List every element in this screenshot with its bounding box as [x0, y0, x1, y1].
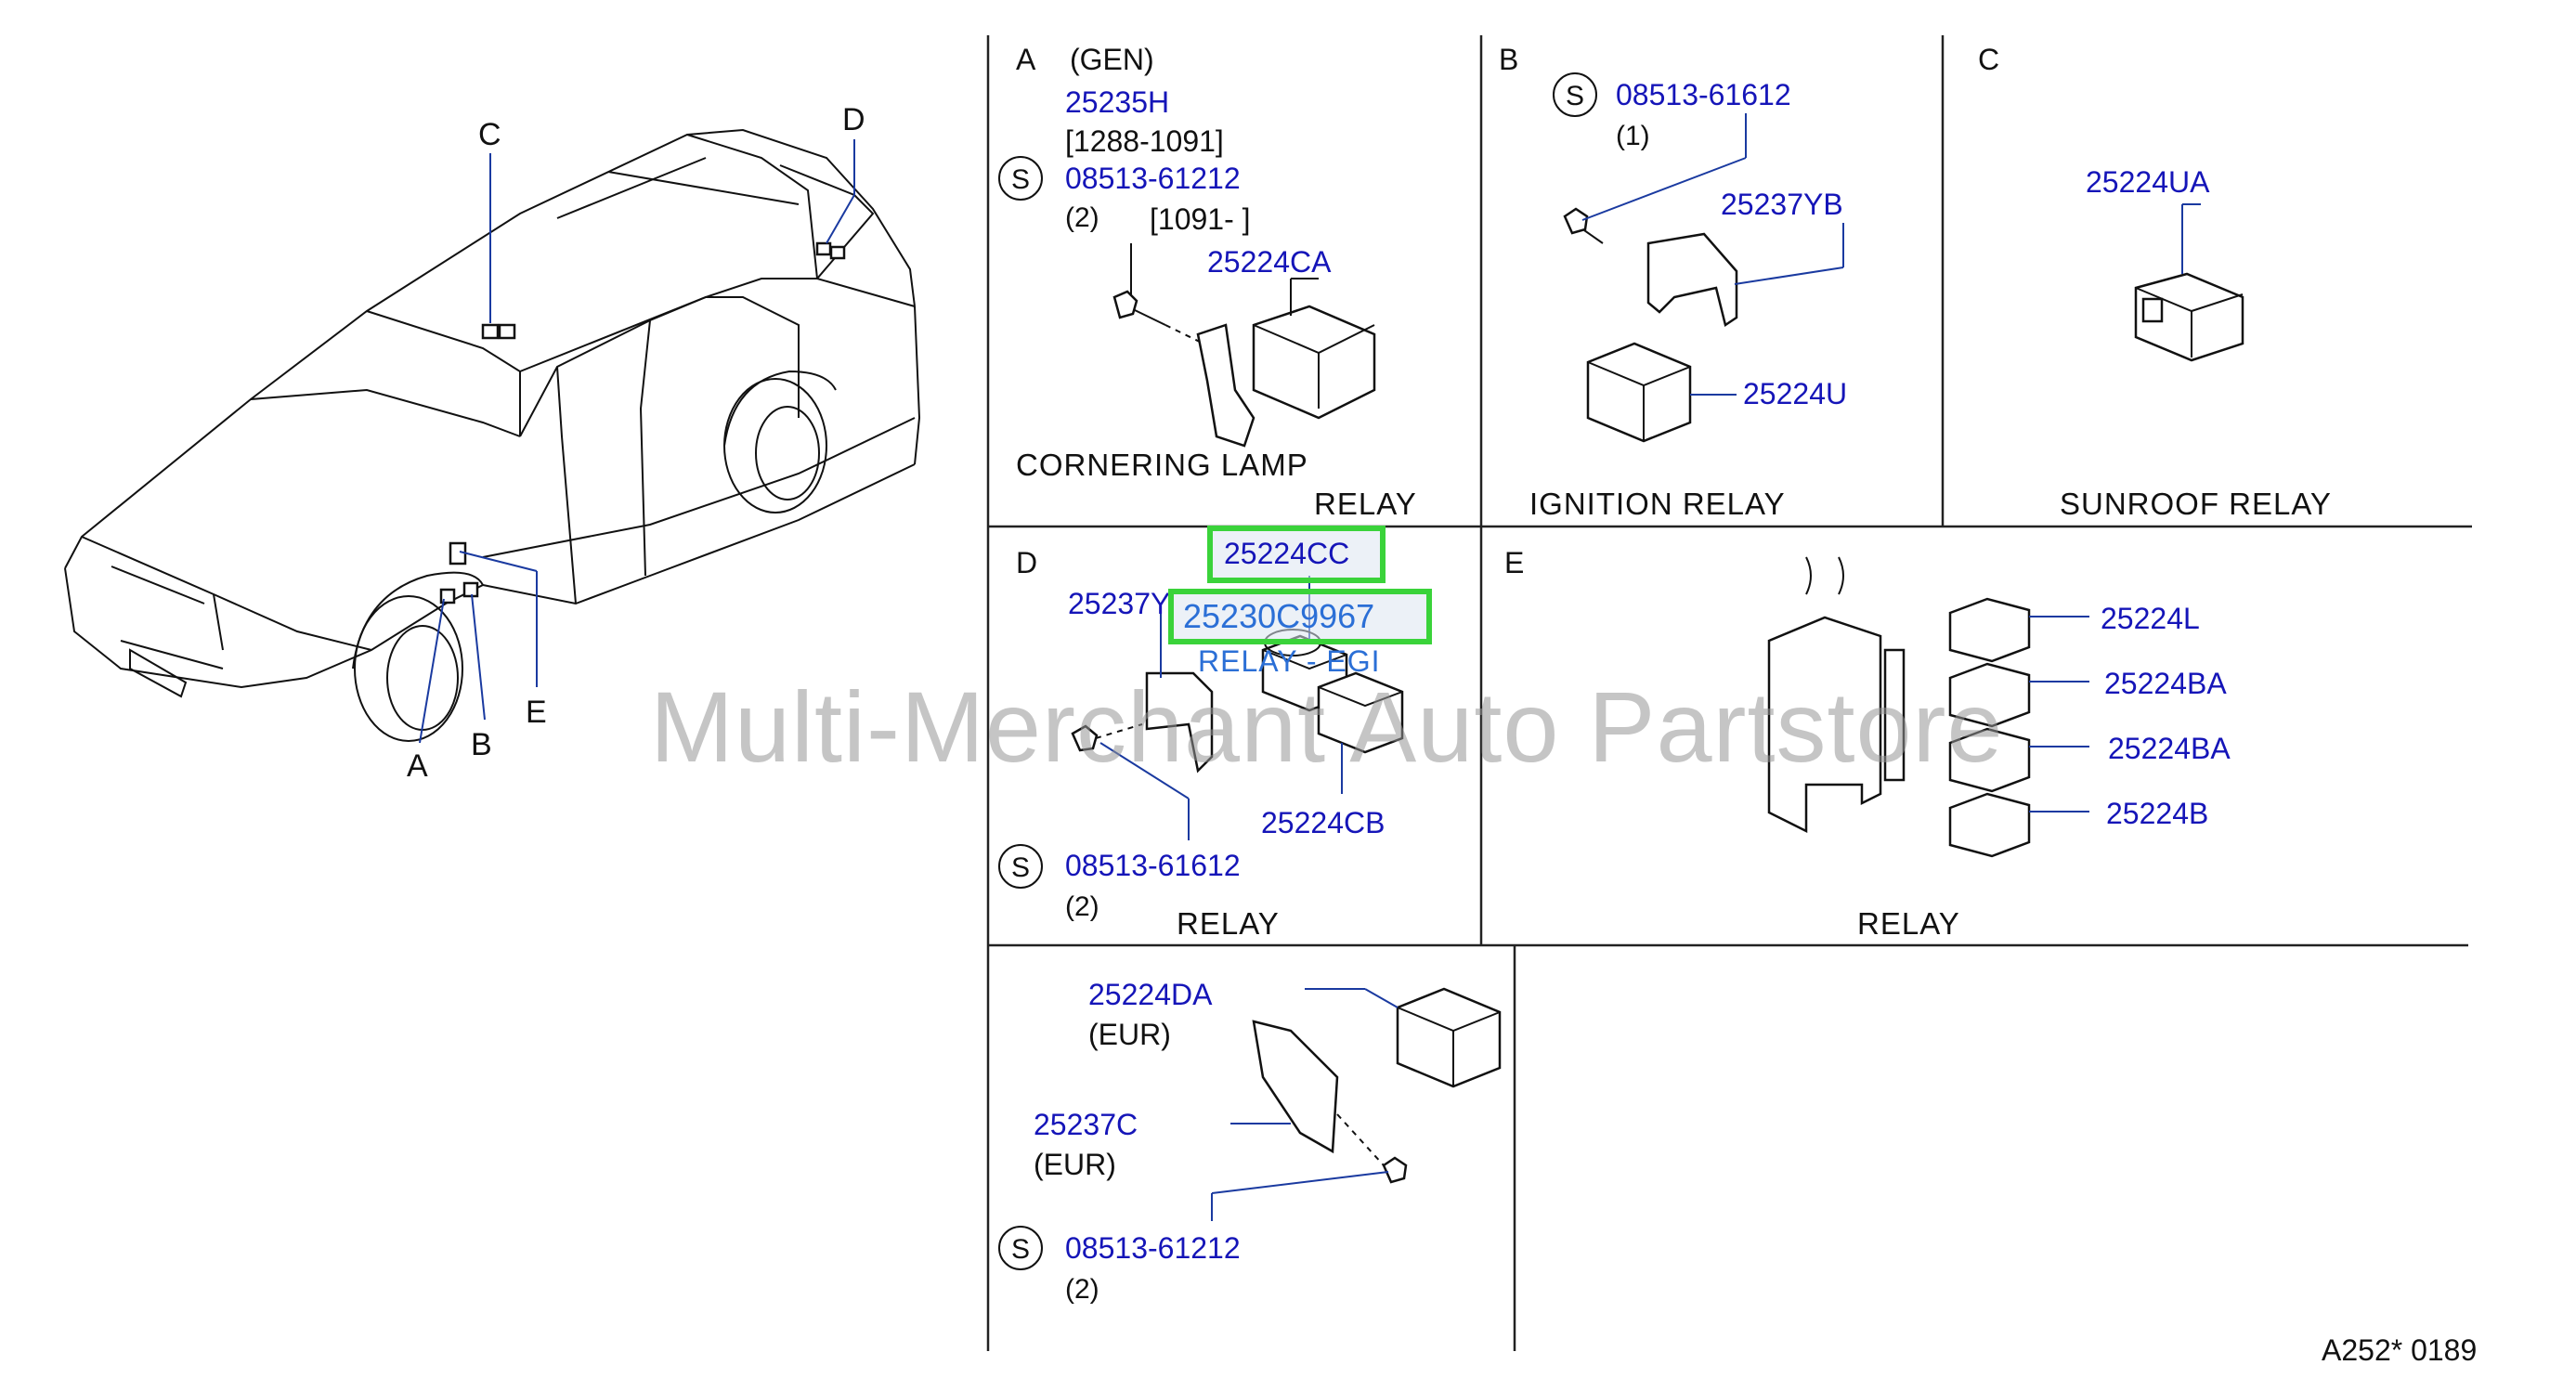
part-number-25224ba[interactable]: 25224BA — [2104, 667, 2227, 700]
part-number-25224da[interactable]: 25224DA — [1088, 978, 1213, 1011]
panel-c-letter: C — [1978, 43, 2000, 76]
panel-a-title-relay: RELAY — [1314, 487, 1417, 521]
panel-a-art — [1112, 243, 1376, 448]
screw-symbol-badge: S — [998, 156, 1043, 201]
part-number-25237y[interactable]: 25237Y — [1068, 587, 1171, 620]
panel-d-screw-qty: (2) — [1065, 891, 1099, 922]
part-number-25224u[interactable]: 25224U — [1743, 377, 1848, 410]
screw-symbol-badge: S — [1553, 72, 1597, 117]
part-number-25224ba-2[interactable]: 25224BA — [2108, 732, 2231, 765]
part-number-25224ua[interactable]: 25224UA — [2086, 165, 2210, 199]
part-number-25224cc[interactable]: 25224CC — [1224, 537, 1350, 570]
panel-f-bracket-note: (EUR) — [1034, 1148, 1116, 1181]
panel-e-art — [1767, 556, 2089, 858]
car-callout-b: B — [471, 727, 492, 762]
part-number-08513-61612[interactable]: 08513-61612 — [1616, 78, 1791, 111]
panel-c-art — [2134, 203, 2244, 362]
screw-symbol-badge: S — [998, 1226, 1043, 1270]
panel-a-screw-qty: (2) — [1065, 202, 1099, 233]
part-number-25230c9967[interactable]: 25230C9967 — [1183, 597, 1375, 635]
screw-symbol-badge: S — [998, 844, 1043, 889]
panel-a-letter: A — [1016, 43, 1036, 76]
panel-b-letter: B — [1499, 43, 1519, 76]
car-callout-c: C — [478, 117, 501, 152]
part-number-08513-61212-f[interactable]: 08513-61212 — [1065, 1231, 1241, 1265]
car-callout-e: E — [526, 695, 547, 730]
panel-a-range2: [1091- ] — [1150, 202, 1251, 236]
highlight-box-25230c9967 — [1168, 589, 1432, 644]
part-number-25224b[interactable]: 25224B — [2106, 797, 2209, 830]
part-number-08513-61212[interactable]: 08513-61212 — [1065, 162, 1241, 195]
part-number-25224ca[interactable]: 25224CA — [1207, 245, 1332, 279]
part-number-25224cb[interactable]: 25224CB — [1261, 806, 1386, 839]
diagram-reference: A252* 0189 — [2322, 1333, 2478, 1367]
car-illustration — [64, 128, 921, 742]
car-callout-d: D — [842, 102, 865, 137]
panel-a-title: CORNERING LAMP — [1016, 448, 1308, 482]
watermark: Multi-Merchant Auto Partstore — [650, 670, 2004, 783]
car-callout-leaders — [419, 139, 855, 744]
panel-f-art — [1211, 987, 1502, 1221]
part-number-25224l[interactable]: 25224L — [2101, 602, 2200, 635]
panel-d-letter: D — [1016, 546, 1038, 579]
panel-b-art — [1563, 113, 1844, 443]
panel-a-note: (GEN) — [1070, 43, 1154, 76]
panel-e-title: RELAY — [1857, 906, 1960, 941]
part-number-08513-61612-d[interactable]: 08513-61612 — [1065, 849, 1241, 882]
panel-f-relay-note: (EUR) — [1088, 1018, 1171, 1051]
part-number-25235h[interactable]: 25235H — [1065, 85, 1170, 119]
panel-f-screw-qty: (2) — [1065, 1274, 1099, 1305]
part-number-25237c[interactable]: 25237C — [1034, 1108, 1138, 1141]
panel-a-range: [1288-1091] — [1065, 124, 1224, 158]
car-callout-a: A — [407, 748, 428, 784]
panel-b-screw-qty: (1) — [1616, 121, 1650, 151]
panel-e-letter: E — [1504, 546, 1525, 579]
panel-b-title: IGNITION RELAY — [1529, 487, 1786, 521]
part-number-25237yb[interactable]: 25237YB — [1721, 188, 1843, 221]
panel-c-title: SUNROOF RELAY — [2060, 487, 2332, 521]
panel-d-relay-egi-note: RELAY - EGI — [1198, 644, 1381, 678]
highlight-box-25224cc — [1207, 526, 1386, 583]
panel-d-title: RELAY — [1177, 906, 1280, 941]
